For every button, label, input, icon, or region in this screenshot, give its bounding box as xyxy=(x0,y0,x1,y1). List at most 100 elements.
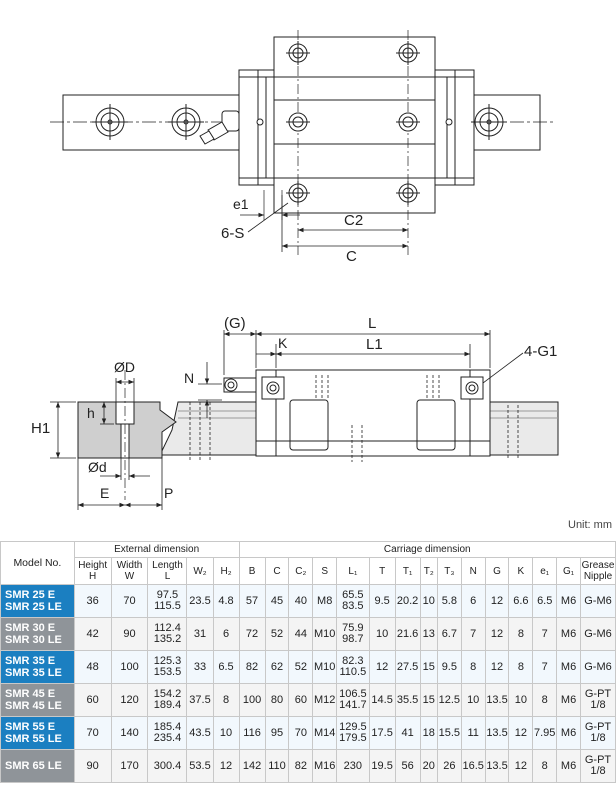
cell-line: SMR 30 LE xyxy=(5,634,62,646)
cell-line: L xyxy=(164,571,171,582)
value-cell: 90 xyxy=(110,617,149,651)
value-cell: 12 xyxy=(508,749,534,783)
cell-line: C xyxy=(273,565,281,577)
dimension-table: Model No. External dimension Carriage di… xyxy=(0,541,616,783)
cell-line: 60 xyxy=(86,693,99,706)
value-cell: 100 xyxy=(110,650,149,684)
carriage-side xyxy=(255,369,491,457)
dim-p-label: P xyxy=(164,485,173,501)
cell-line: T xyxy=(379,565,386,577)
value-cell: 45 xyxy=(264,584,290,618)
dim-l-label: L xyxy=(368,315,376,332)
cell-line: 129.5 xyxy=(339,721,367,733)
cell-line: 12 xyxy=(490,627,504,640)
cell-line: 37.5 xyxy=(189,693,211,706)
value-cell: 6.7 xyxy=(436,617,462,651)
cell-line: 300.4 xyxy=(153,759,182,772)
dim-n-label: N xyxy=(184,370,194,386)
cell-line: 23.5 xyxy=(189,594,211,607)
value-cell: M10 xyxy=(312,650,338,684)
value-cell: 5.8 xyxy=(436,584,462,618)
top-view xyxy=(50,30,555,255)
cell-line: 9.5 xyxy=(374,594,390,607)
cell-line: 27.5 xyxy=(396,660,419,673)
cell-line: 1/8 xyxy=(590,699,606,711)
column-header: T₁ xyxy=(394,557,421,585)
value-cell: 12 xyxy=(508,716,534,750)
cell-line: 20.2 xyxy=(396,594,419,607)
cell-line: 6.6 xyxy=(513,594,529,607)
value-cell: 13.5 xyxy=(484,749,510,783)
cell-line: Width xyxy=(116,560,143,571)
cell-line: Height xyxy=(78,560,108,571)
value-cell: 8 xyxy=(532,683,558,717)
value-cell: 6 xyxy=(460,584,486,618)
value-cell: 13.5 xyxy=(484,683,510,717)
cell-line: 70 xyxy=(123,594,136,607)
cell-line: W₂ xyxy=(193,565,207,577)
value-cell: 41 xyxy=(394,716,421,750)
cell-line: 10 xyxy=(422,594,435,607)
cell-line: 13.5 xyxy=(486,693,508,706)
value-cell: M14 xyxy=(312,716,338,750)
value-cell: 6.5 xyxy=(212,650,240,684)
cell-line: T₁ xyxy=(402,565,413,577)
value-cell: 4.8 xyxy=(212,584,240,618)
cell-line: SMR 45 LE xyxy=(5,700,62,712)
cell-line: 21.6 xyxy=(396,627,419,640)
column-header: T xyxy=(368,557,396,585)
value-cell: 8 xyxy=(212,683,240,717)
value-cell: 6.6 xyxy=(508,584,534,618)
cell-line: K xyxy=(517,565,525,577)
cell-line: 42 xyxy=(86,627,99,640)
cell-line: 135.2 xyxy=(153,633,182,645)
cell-line: 12 xyxy=(514,726,527,739)
dim-g-label: (G) xyxy=(224,315,246,332)
value-cell: 7 xyxy=(532,617,558,651)
value-cell: 19.5 xyxy=(368,749,396,783)
cell-line: 6.7 xyxy=(441,627,457,640)
cell-line: 12 xyxy=(490,660,504,673)
value-cell: 35.5 xyxy=(394,683,421,717)
cell-line: B xyxy=(248,565,256,577)
cell-line: 189.4 xyxy=(153,699,182,711)
side-view xyxy=(159,369,559,462)
cell-line: 15 xyxy=(422,693,435,706)
cell-line: G-M6 xyxy=(584,660,612,673)
cell-line: 4.8 xyxy=(218,594,234,607)
value-cell: 33 xyxy=(186,650,214,684)
value-cell: M6 xyxy=(556,617,581,651)
cell-line: M6 xyxy=(560,660,577,673)
cell-line: 8 xyxy=(517,660,524,673)
cell-line: 97.5 xyxy=(156,589,179,601)
cell-line: 15.5 xyxy=(438,726,461,739)
cell-line: M6 xyxy=(560,726,577,739)
cell-line: 7 xyxy=(541,627,548,640)
value-cell: 95 xyxy=(264,716,290,750)
cell-line: T₃ xyxy=(444,565,455,577)
cell-line: 33 xyxy=(193,660,207,673)
value-cell: 53.5 xyxy=(186,749,214,783)
cell-line: 1/8 xyxy=(590,732,606,744)
cell-line: SMR 25 LE xyxy=(5,601,62,613)
cell-line: 53.5 xyxy=(189,759,211,772)
cell-line: 57 xyxy=(245,594,259,607)
cell-line: 17.5 xyxy=(371,726,393,739)
cell-line: 6 xyxy=(470,594,477,607)
cell-line: 36 xyxy=(86,594,99,607)
value-cell: M6 xyxy=(556,584,581,618)
rail-holes-top xyxy=(92,104,507,140)
value-cell: 48 xyxy=(73,650,112,684)
dim-4g1-label: 4-G1 xyxy=(524,343,557,360)
rail-section-dimensions xyxy=(55,379,162,508)
value-cell: 6.5 xyxy=(532,584,558,618)
cell-line: 170 xyxy=(120,759,139,772)
